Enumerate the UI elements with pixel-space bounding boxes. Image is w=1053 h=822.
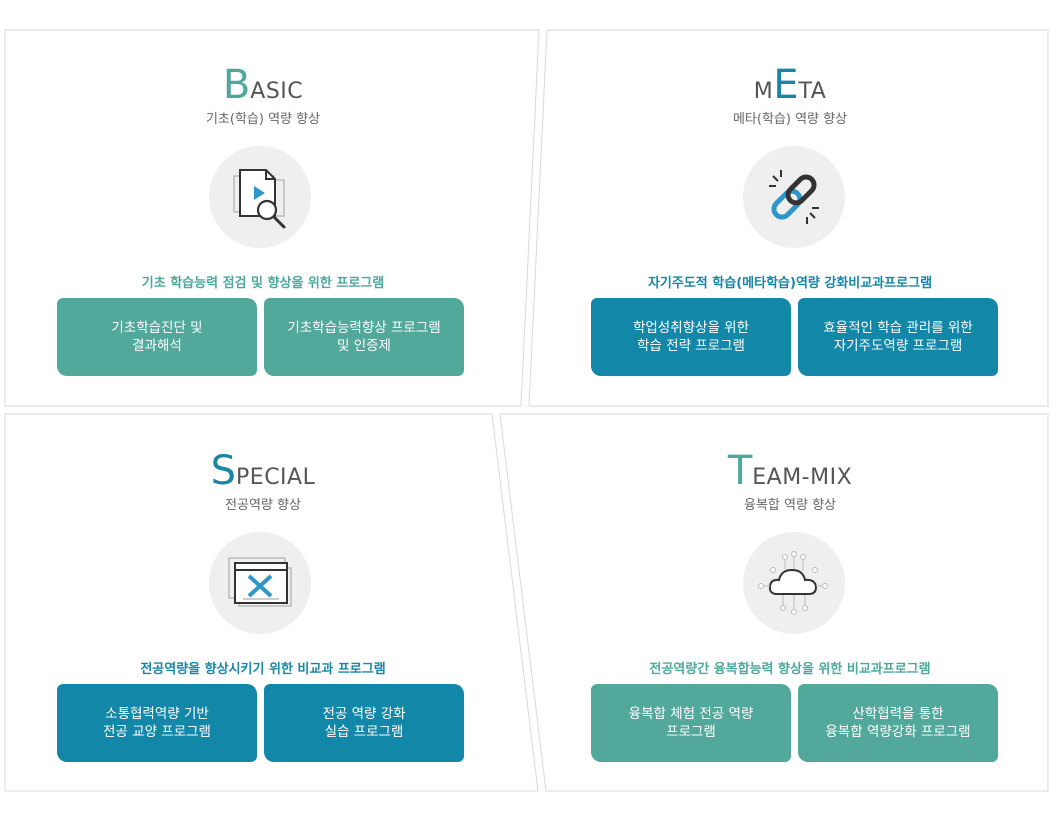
panel-team-mix: TEAM-MIX 융복합 역량 향상 전공역량간 융복합능력 향상을 위한 비교… — [527, 386, 1053, 776]
program-button-major-practice[interactable]: 전공 역량 강화 실습 프로그램 — [264, 684, 464, 762]
program-button-industry-academia[interactable]: 산학협력을 통한 융복합 역량강화 프로그램 — [798, 684, 998, 762]
program-button-convergence[interactable]: 융복합 체험 전공 역량 프로그램 — [591, 684, 791, 762]
panel-subtitle: 기초(학습) 역량 향상 — [205, 112, 321, 127]
panel-basic: BASIC 기초(학습) 역량 향상 기초 학습능력 점검 및 향상을 위한 프… — [0, 0, 526, 390]
panel-meta: META 메타(학습) 역량 향상 자기주도적 학습(메타학습)역량 강화비교과… — [527, 0, 1053, 390]
icon-background — [743, 146, 845, 248]
panel-title-basic: BASIC — [0, 62, 526, 108]
panel-subtitle: 융복합 역량 향상 — [744, 498, 836, 513]
program-button-self-directed[interactable]: 효율적인 학습 관리를 위한 자기주도역량 프로그램 — [798, 298, 998, 376]
title-initial: B — [222, 62, 251, 108]
panel-headline: 전공역량간 융복합능력 향상을 위한 비교과프로그램 — [649, 662, 931, 677]
title-rest: TA — [798, 79, 827, 104]
panel-subtitle: 메타(학습) 역량 향상 — [732, 112, 848, 127]
program-button-basic-improvement[interactable]: 기초학습능력향상 프로그램 및 인증제 — [264, 298, 464, 376]
panel-special: SPECIAL 전공역량 향상 전공역량을 향상시키기 위한 비교과 프로그램 … — [0, 386, 526, 776]
program-button-learning-strategy[interactable]: 학업성취향상을 위한 학습 전략 프로그램 — [591, 298, 791, 376]
title-rest: EAM-MIX — [752, 465, 853, 490]
title-rest: PECIAL — [236, 465, 316, 490]
chain-link-icon — [769, 170, 819, 224]
title-initial: T — [727, 448, 753, 494]
panel-headline: 자기주도적 학습(메타학습)역량 강화비교과프로그램 — [647, 276, 933, 291]
panel-title-meta: META — [527, 62, 1053, 108]
program-button-diagnosis[interactable]: 기초학습진단 및 결과해석 — [57, 298, 257, 376]
design-tools-window-icon — [228, 557, 292, 607]
title-pre: M — [753, 79, 774, 104]
panel-headline: 전공역량을 향상시키기 위한 비교과 프로그램 — [140, 662, 386, 677]
program-button-communication[interactable]: 소통협력역량 기반 전공 교양 프로그램 — [57, 684, 257, 762]
title-rest: ASIC — [250, 79, 304, 104]
document-search-icon — [233, 169, 286, 229]
panel-title-special: SPECIAL — [0, 448, 526, 494]
icon-background — [209, 146, 311, 248]
icon-background — [743, 532, 845, 634]
title-initial: S — [210, 448, 237, 494]
panel-headline: 기초 학습능력 점검 및 향상을 위한 프로그램 — [141, 276, 385, 291]
cloud-network-icon — [758, 551, 828, 615]
panel-title-team-mix: TEAM-MIX — [527, 448, 1053, 494]
icon-background — [209, 532, 311, 634]
title-initial: E — [773, 62, 799, 108]
panel-subtitle: 전공역량 향상 — [225, 498, 301, 513]
